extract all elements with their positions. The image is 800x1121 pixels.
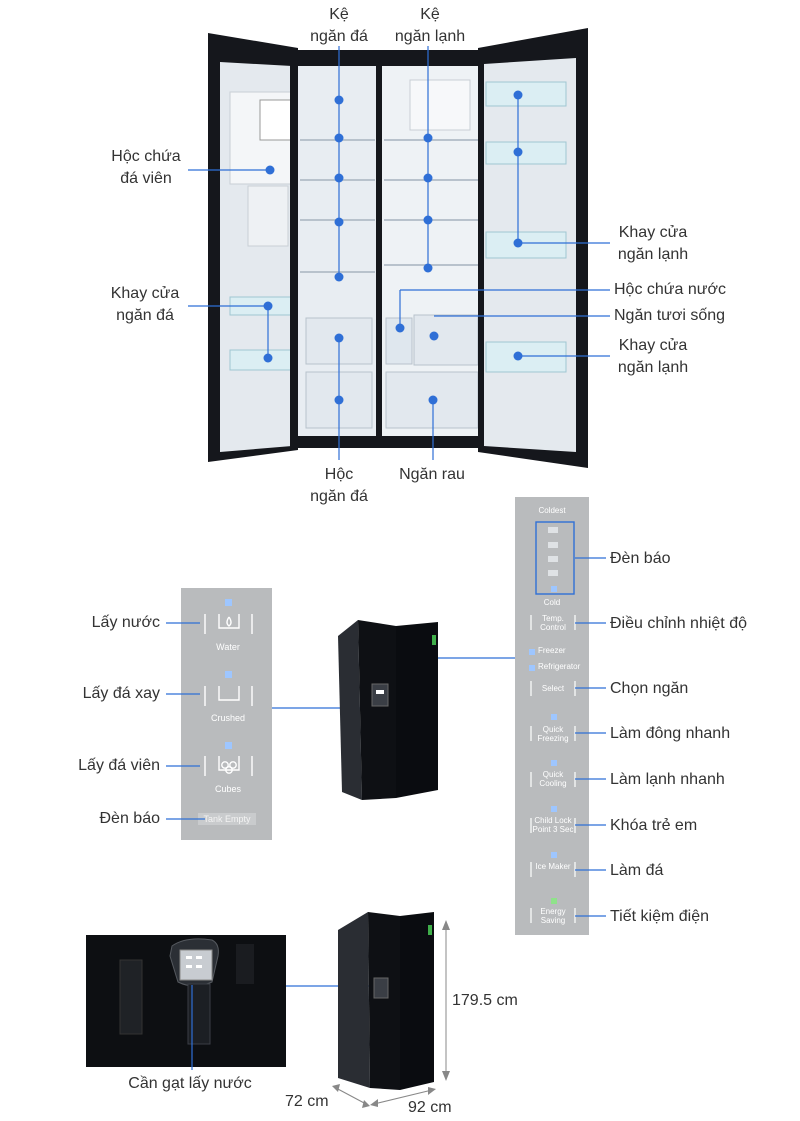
label-lam-da: Làm đá (610, 862, 664, 879)
dispenser-panel (181, 588, 272, 840)
label-depth: 72 cm (285, 1093, 329, 1110)
closed-fridge-front-image (338, 620, 438, 800)
top-marker-dots (263, 90, 523, 405)
label-dieu-chinh-nhiet-do: Điều chỉnh nhiệt độ (610, 615, 747, 632)
energy-saving-text: Energy Saving (540, 907, 566, 925)
label-khay-cua-ngan-lanh-2: Khay cửa ngăn lạnh (617, 337, 689, 376)
dispenser-closeup-image (86, 935, 286, 1067)
label-tiet-kiem-dien: Tiết kiệm điện (610, 908, 709, 925)
select-text: Select (541, 684, 565, 693)
label-khay-cua-ngan-lanh-1: Khay cửa ngăn lạnh (617, 224, 689, 263)
label-khay-cua-ngan-da: Khay cửa ngăn đá (110, 285, 180, 324)
quick-cooling-text: Quick Cooling (539, 770, 567, 788)
tank-empty-indicator-text: Tank Empty (203, 814, 251, 824)
label-hoc-chua-da-vien: Hộc chứa đá viên (111, 148, 181, 187)
label-height: 179.5 cm (452, 992, 518, 1009)
coldest-text: Coldest (538, 506, 566, 515)
crushed-button-text: Crushed (210, 713, 246, 723)
label-can-gat-lay-nuoc: Cần gạt lấy nước (128, 1075, 252, 1092)
label-ke-ngan-da: Kệ ngăn đá (310, 6, 368, 45)
cubes-button-text: Cubes (214, 784, 241, 794)
ice-maker-text: Ice Maker (535, 862, 571, 871)
water-button-text: Water (216, 642, 240, 652)
label-ngan-tuoi-song: Ngăn tươi sống (614, 307, 726, 324)
label-ke-ngan-lanh: Kệ ngăn lạnh (394, 6, 466, 45)
label-ngan-rau: Ngăn rau (399, 466, 465, 483)
open-fridge-image (208, 28, 588, 468)
freezer-text: Freezer (538, 646, 566, 655)
label-lay-nuoc: Lấy nước (91, 614, 160, 631)
temp-control-text: Temp. Control (540, 614, 566, 632)
label-chon-ngan: Chọn ngăn (610, 680, 689, 697)
label-lay-da-xay: Lấy đá xay (82, 685, 160, 702)
label-lam-dong-nhanh: Làm đông nhanh (610, 725, 731, 742)
quick-freezing-text: Quick Freezing (537, 725, 569, 743)
label-width: 92 cm (408, 1099, 452, 1116)
label-hoc-ngan-da: Hộc ngăn đá (310, 466, 368, 505)
label-lay-da-vien: Lấy đá viên (78, 757, 160, 774)
refrigerator-text: Refrigerator (538, 662, 581, 671)
cold-text: Cold (543, 598, 561, 607)
label-den-bao-dispenser: Đèn báo (99, 810, 161, 827)
label-khoa-tre-em: Khóa trẻ em (610, 817, 698, 834)
dimension-arrows (332, 920, 450, 1108)
label-hoc-chua-nuoc: Hộc chứa nước (614, 281, 726, 298)
closed-fridge-dimension-image (338, 912, 434, 1090)
child-lock-text: Child Lock Point 3 Sec (532, 816, 574, 834)
label-den-bao-control: Đèn báo (610, 550, 671, 567)
label-lam-lanh-nhanh: Làm lạnh nhanh (610, 771, 725, 788)
